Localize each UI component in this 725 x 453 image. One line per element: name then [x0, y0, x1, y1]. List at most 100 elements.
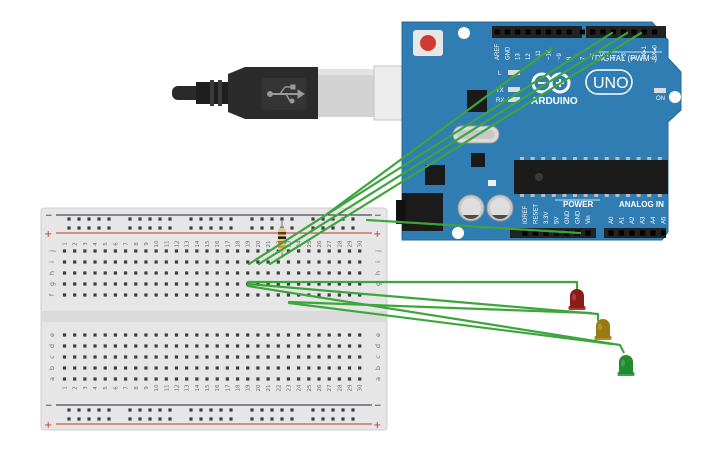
breadboard-hole[interactable]: [215, 260, 219, 264]
breadboard-hole[interactable]: [185, 377, 189, 381]
breadboard-hole[interactable]: [225, 366, 229, 370]
breadboard-hole[interactable]: [276, 366, 280, 370]
breadboard-hole[interactable]: [195, 293, 199, 297]
breadboard-hole[interactable]: [103, 249, 107, 253]
breadboard-hole[interactable]: [123, 333, 128, 337]
breadboard-hole[interactable]: [358, 282, 362, 286]
breadboard-hole[interactable]: [73, 377, 77, 381]
breadboard-hole[interactable]: [62, 293, 67, 297]
breadboard-hole[interactable]: [327, 271, 331, 275]
jumper-wire[interactable]: [287, 301, 614, 346]
breadboard-hole[interactable]: [321, 417, 325, 421]
breadboard-hole[interactable]: [358, 271, 362, 275]
breadboard-hole[interactable]: [189, 226, 193, 230]
header-pin[interactable]: [535, 29, 541, 35]
breadboard-hole[interactable]: [205, 249, 209, 253]
jumper-wire[interactable]: [246, 282, 600, 316]
breadboard-hole[interactable]: [337, 344, 341, 348]
breadboard-hole[interactable]: [337, 260, 341, 264]
breadboard-hole[interactable]: [321, 217, 325, 221]
breadboard-hole[interactable]: [317, 377, 321, 381]
breadboard-hole[interactable]: [62, 260, 67, 264]
breadboard-hole[interactable]: [276, 260, 280, 264]
breadboard-hole[interactable]: [327, 249, 331, 253]
breadboard-hole[interactable]: [256, 377, 260, 381]
breadboard-hole[interactable]: [260, 226, 264, 230]
breadboard-hole[interactable]: [327, 366, 331, 370]
header-pin[interactable]: [590, 29, 596, 35]
breadboard-hole[interactable]: [358, 333, 362, 337]
breadboard-hole[interactable]: [270, 226, 274, 230]
header-pin[interactable]: [641, 29, 647, 35]
breadboard-hole[interactable]: [97, 217, 101, 221]
breadboard-hole[interactable]: [290, 417, 294, 421]
breadboard-hole[interactable]: [327, 333, 331, 337]
breadboard-hole[interactable]: [154, 293, 158, 297]
breadboard-hole[interactable]: [134, 333, 138, 337]
breadboard-hole[interactable]: [327, 377, 331, 381]
breadboard-hole[interactable]: [185, 366, 189, 370]
breadboard-hole[interactable]: [358, 355, 362, 359]
breadboard-hole[interactable]: [103, 355, 107, 359]
breadboard-hole[interactable]: [297, 260, 301, 264]
breadboard-hole[interactable]: [337, 333, 341, 337]
breadboard-hole[interactable]: [185, 260, 189, 264]
breadboard-hole[interactable]: [297, 366, 301, 370]
breadboard-hole[interactable]: [164, 344, 168, 348]
header-pin[interactable]: [543, 230, 549, 236]
breadboard-hole[interactable]: [103, 377, 107, 381]
breadboard-hole[interactable]: [134, 249, 138, 253]
breadboard-hole[interactable]: [205, 260, 209, 264]
breadboard-hole[interactable]: [311, 408, 315, 412]
breadboard-hole[interactable]: [286, 293, 291, 297]
breadboard-hole[interactable]: [225, 344, 229, 348]
breadboard-hole[interactable]: [189, 408, 193, 412]
breadboard-hole[interactable]: [270, 217, 274, 221]
breadboard-hole[interactable]: [123, 260, 128, 264]
breadboard-hole[interactable]: [134, 282, 138, 286]
breadboard-hole[interactable]: [358, 344, 362, 348]
breadboard-hole[interactable]: [246, 249, 250, 253]
breadboard-hole[interactable]: [235, 260, 240, 264]
breadboard-hole[interactable]: [235, 344, 240, 348]
breadboard-hole[interactable]: [93, 377, 97, 381]
breadboard-hole[interactable]: [260, 417, 264, 421]
breadboard-hole[interactable]: [97, 417, 101, 421]
breadboard-hole[interactable]: [358, 293, 362, 297]
breadboard-hole[interactable]: [73, 249, 77, 253]
breadboard-hole[interactable]: [351, 226, 355, 230]
breadboard-hole[interactable]: [73, 293, 77, 297]
breadboard-hole[interactable]: [144, 293, 148, 297]
breadboard-hole[interactable]: [205, 377, 209, 381]
breadboard-hole[interactable]: [77, 417, 81, 421]
breadboard-hole[interactable]: [144, 366, 148, 370]
breadboard-hole[interactable]: [317, 260, 321, 264]
breadboard-hole[interactable]: [134, 293, 138, 297]
breadboard-hole[interactable]: [256, 260, 260, 264]
breadboard-hole[interactable]: [219, 217, 223, 221]
breadboard-hole[interactable]: [321, 408, 325, 412]
breadboard-hole[interactable]: [250, 408, 254, 412]
breadboard-hole[interactable]: [266, 344, 270, 348]
breadboard-hole[interactable]: [307, 333, 311, 337]
breadboard-hole[interactable]: [148, 417, 152, 421]
breadboard-hole[interactable]: [225, 355, 229, 359]
breadboard-hole[interactable]: [219, 417, 223, 421]
breadboard-hole[interactable]: [235, 249, 240, 253]
breadboard-hole[interactable]: [266, 355, 270, 359]
breadboard-hole[interactable]: [185, 249, 189, 253]
breadboard-hole[interactable]: [97, 408, 101, 412]
breadboard-hole[interactable]: [103, 344, 107, 348]
breadboard-hole[interactable]: [185, 355, 189, 359]
breadboard-hole[interactable]: [331, 417, 335, 421]
breadboard-hole[interactable]: [73, 260, 77, 264]
header-pin[interactable]: [579, 29, 585, 35]
breadboard-hole[interactable]: [358, 377, 362, 381]
breadboard-hole[interactable]: [266, 260, 270, 264]
header-pin[interactable]: [533, 230, 538, 236]
header-pin[interactable]: [610, 29, 616, 35]
breadboard-hole[interactable]: [83, 366, 87, 370]
breadboard-hole[interactable]: [307, 271, 311, 275]
breadboard-hole[interactable]: [123, 344, 128, 348]
